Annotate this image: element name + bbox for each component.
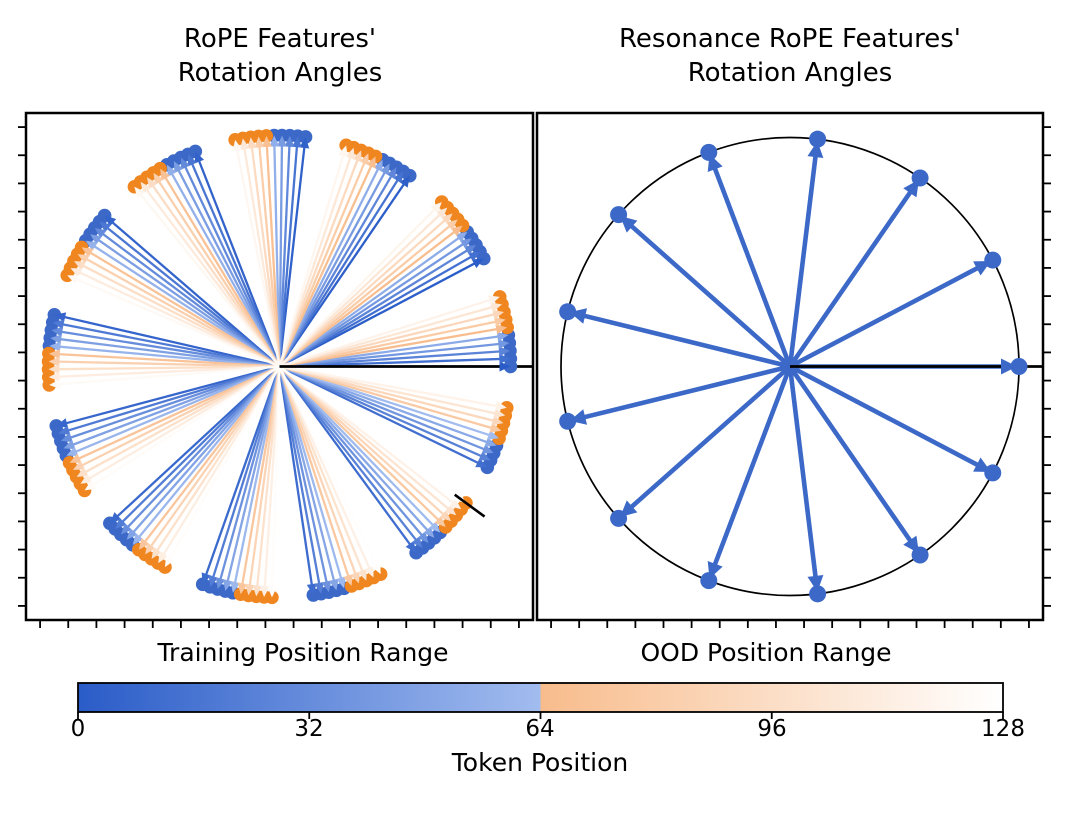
training-range-label: Training Position Range bbox=[157, 638, 449, 667]
right-plot-title-line1: Resonance RoPE Features' bbox=[619, 24, 961, 54]
ood-range-label: OOD Position Range bbox=[640, 638, 892, 667]
left-arrow-shafts bbox=[57, 144, 502, 589]
right-arrow-shafts bbox=[580, 152, 1005, 581]
token-position-label: Token Position bbox=[451, 748, 629, 777]
left-plot-title-line2: Rotation Angles bbox=[177, 58, 383, 88]
colorbar-tick-64: 64 bbox=[525, 716, 555, 742]
right-plot-title-line2: Rotation Angles bbox=[687, 58, 893, 88]
left-plot-title: RoPE Features' Rotation Angles bbox=[178, 22, 383, 90]
colorbar-tick-32: 32 bbox=[294, 716, 324, 742]
colorbar-tick-0: 0 bbox=[70, 716, 86, 742]
axes-ticks bbox=[18, 126, 1051, 628]
left-plot-title-line1: RoPE Features' bbox=[183, 24, 377, 54]
colorbar bbox=[77, 682, 1004, 719]
colorbar-tick-96: 96 bbox=[757, 716, 787, 742]
colorbar-tick-128: 128 bbox=[981, 716, 1025, 742]
left-final-position-marker bbox=[453, 493, 486, 518]
right-arrow-heads bbox=[569, 141, 1017, 592]
left-arrow-heads bbox=[48, 135, 511, 598]
right-plot-title: Resonance RoPE Features' Rotation Angles bbox=[619, 22, 961, 90]
